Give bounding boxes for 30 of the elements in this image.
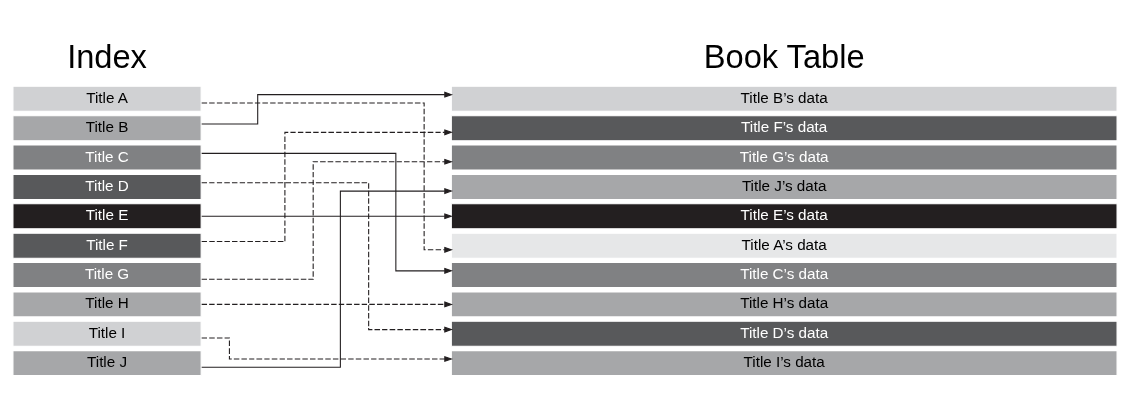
arrow	[201, 91, 453, 125]
arrow	[201, 337, 453, 363]
node-box: Title C’s data	[450, 261, 1118, 289]
node-box: Title J’s data	[450, 173, 1118, 200]
node-box: Title C	[12, 144, 202, 171]
node-box: Title G	[12, 261, 202, 289]
node-box: Title H’s data	[450, 291, 1118, 318]
node-box: Title B’s data	[450, 85, 1118, 112]
arrow	[201, 213, 453, 220]
node-box: Title I	[12, 320, 202, 347]
node-box: Title H	[12, 291, 202, 318]
label: Book Table	[703, 37, 865, 75]
node-box: Title E	[12, 203, 202, 230]
node-box: Title D’s data	[450, 320, 1118, 347]
node-box: Title E’s data	[450, 203, 1118, 230]
label: Index	[67, 37, 147, 75]
node-box: Title D	[12, 173, 202, 200]
arrow	[201, 301, 453, 308]
node-box: Title F	[12, 232, 202, 259]
node-box: Title J	[12, 350, 202, 377]
node-box: Title G’s data	[450, 144, 1118, 171]
arrow	[201, 182, 453, 333]
node-box: Title F’s data	[450, 115, 1118, 142]
node-box: Title A	[12, 85, 202, 112]
arrow	[201, 102, 453, 253]
node-box: Title I’s data	[450, 350, 1118, 377]
node-box: Title A’s data	[450, 232, 1118, 259]
node-box: Title B	[12, 115, 202, 142]
arrow	[201, 129, 453, 243]
arrow	[201, 188, 453, 368]
